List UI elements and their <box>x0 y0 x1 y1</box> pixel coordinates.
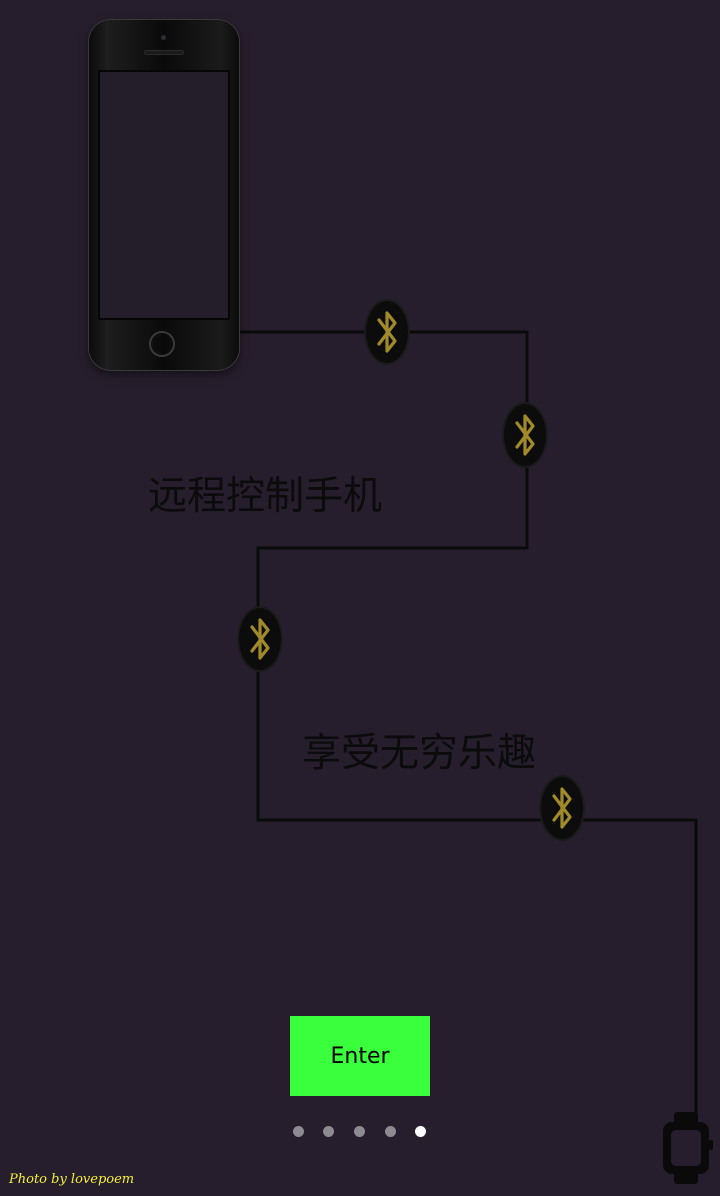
phone-home-button <box>149 331 175 357</box>
page-dot[interactable] <box>293 1126 304 1137</box>
enter-button[interactable]: Enter <box>290 1016 430 1096</box>
phone-screen <box>98 70 230 320</box>
bluetooth-icon <box>239 608 281 670</box>
bluetooth-icon <box>504 404 546 466</box>
page-dot[interactable] <box>385 1126 396 1137</box>
page-dot-active[interactable] <box>415 1126 426 1137</box>
page-dot[interactable] <box>323 1126 334 1137</box>
page-dot[interactable] <box>354 1126 365 1137</box>
phone-icon <box>89 20 239 370</box>
smartwatch-icon <box>663 1112 713 1184</box>
page-indicator <box>0 1126 720 1138</box>
phone-camera <box>161 35 166 40</box>
phone-speaker <box>144 50 184 55</box>
bluetooth-icon <box>541 777 583 839</box>
caption-remote-control: 远程控制手机 <box>148 474 383 519</box>
caption-endless-fun: 享受无穷乐趣 <box>302 731 537 776</box>
bluetooth-icon <box>366 301 408 363</box>
photo-credit: Photo by lovepoem <box>9 1172 135 1187</box>
